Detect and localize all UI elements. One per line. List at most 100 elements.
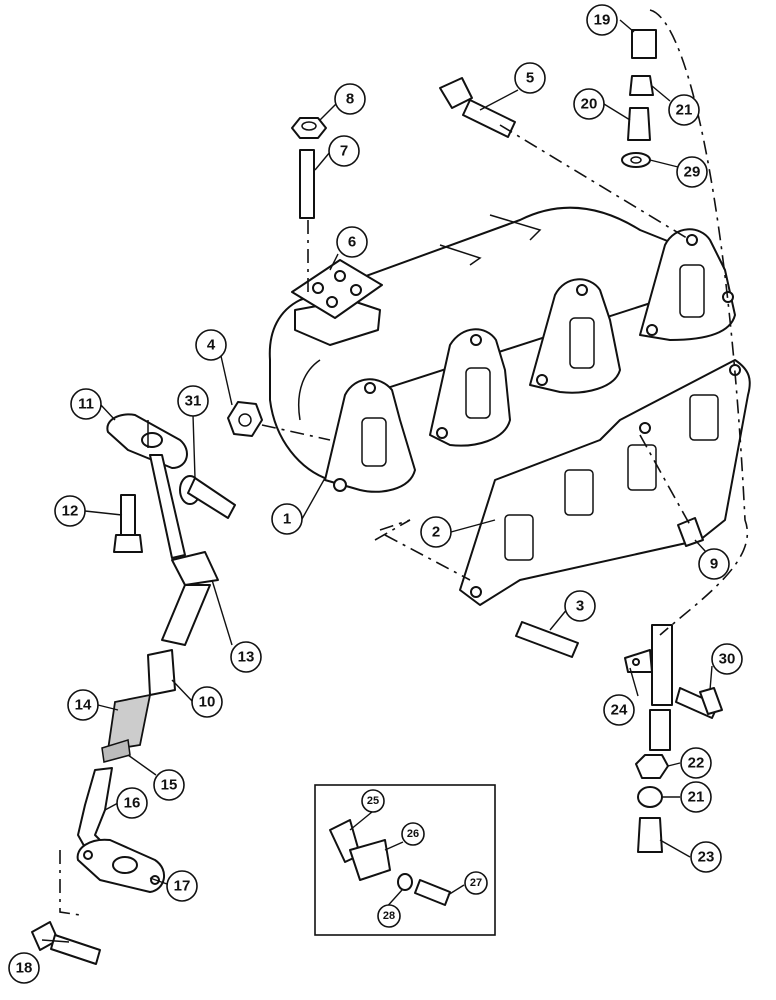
assembly-line-bolt-18 [59, 850, 81, 916]
stud-3 [515, 621, 579, 658]
svg-text:19: 19 [594, 12, 611, 29]
callout-1: 1 [271, 503, 303, 535]
svg-text:18: 18 [16, 960, 33, 977]
callout-12: 12 [54, 495, 86, 527]
union-23 [637, 817, 663, 853]
callout-30: 30 [711, 643, 743, 675]
callout-11: 11 [70, 388, 102, 420]
callout-23: 23 [690, 841, 722, 873]
stud-7 [299, 149, 315, 219]
turbo-flange-11 [106, 413, 188, 469]
clamp-15 [101, 739, 131, 763]
svg-text:15: 15 [161, 777, 178, 794]
callout-22: 22 [680, 747, 712, 779]
callout-14: 14 [67, 689, 99, 721]
olive-21-top [629, 75, 654, 96]
svg-text:13: 13 [238, 649, 255, 666]
svg-text:5: 5 [526, 70, 534, 87]
callout-15: 15 [153, 769, 185, 801]
union-20 [627, 107, 651, 141]
hose-10 [147, 649, 176, 696]
hose-lower [649, 709, 671, 751]
svg-text:27: 27 [470, 877, 482, 889]
callout-13: 13 [230, 641, 262, 673]
inset-box [314, 784, 496, 936]
assembly-line-nut-4 [261, 424, 331, 441]
flange-plate-6 [291, 259, 383, 319]
svg-text:29: 29 [684, 164, 701, 181]
leader-lines [41, 19, 713, 943]
svg-text:28: 28 [383, 910, 395, 922]
svg-text:20: 20 [581, 96, 598, 113]
exhaust-manifold [268, 206, 736, 493]
callout-20: 20 [573, 88, 605, 120]
callout-8: 8 [334, 83, 366, 115]
svg-text:4: 4 [207, 337, 216, 354]
svg-text:22: 22 [688, 755, 705, 772]
assembly-line-right [649, 9, 748, 636]
flange-17 [76, 838, 165, 893]
svg-text:25: 25 [367, 795, 379, 807]
svg-text:6: 6 [348, 234, 356, 251]
callout-27: 27 [464, 871, 488, 895]
assembly-line-sleeve-9 [639, 434, 691, 526]
callout-7: 7 [328, 135, 360, 167]
svg-text:3: 3 [576, 598, 584, 615]
callout-6: 6 [336, 226, 368, 258]
bolt-18 [31, 921, 101, 965]
manifold-gasket [459, 359, 751, 606]
svg-text:1: 1 [283, 511, 291, 528]
callout-21-bottom: 21 [680, 781, 712, 813]
callout-10: 10 [191, 686, 223, 718]
pipe-24 [624, 624, 673, 706]
callout-2: 2 [420, 516, 452, 548]
pipe-mid [161, 584, 211, 646]
callout-3: 3 [564, 590, 596, 622]
washer-29 [621, 152, 651, 168]
bolt-12 [113, 494, 143, 553]
callout-9: 9 [698, 548, 730, 580]
svg-text:24: 24 [611, 702, 628, 719]
hose-14 [106, 693, 152, 752]
svg-text:21: 21 [688, 789, 705, 806]
clip-13 [171, 551, 219, 586]
callout-25: 25 [361, 789, 385, 813]
svg-text:30: 30 [719, 651, 736, 668]
callout-31: 31 [177, 385, 209, 417]
nut-22 [635, 754, 669, 779]
assembly-line-gasket [374, 519, 471, 581]
callout-26: 26 [401, 822, 425, 846]
svg-text:16: 16 [124, 795, 141, 812]
callout-4: 4 [195, 329, 227, 361]
callout-17: 17 [166, 870, 198, 902]
svg-text:26: 26 [407, 828, 419, 840]
svg-text:21: 21 [676, 102, 693, 119]
callout-21-top: 21 [668, 94, 700, 126]
pipe-upper [149, 454, 186, 559]
callout-5: 5 [514, 62, 546, 94]
svg-text:8: 8 [346, 91, 354, 108]
callout-16: 16 [116, 787, 148, 819]
svg-text:17: 17 [174, 878, 191, 895]
svg-text:2: 2 [432, 524, 440, 541]
svg-text:7: 7 [340, 143, 348, 160]
hose-19 [631, 29, 657, 59]
svg-text:31: 31 [185, 393, 202, 410]
svg-text:10: 10 [199, 694, 216, 711]
callout-28: 28 [377, 904, 401, 928]
svg-text:14: 14 [75, 697, 92, 714]
sleeve-9 [677, 517, 704, 547]
callout-18: 18 [8, 952, 40, 984]
bolt-31 [179, 475, 236, 519]
callout-24: 24 [603, 694, 635, 726]
svg-text:9: 9 [710, 556, 718, 573]
svg-text:11: 11 [78, 396, 94, 413]
bolt-5 [439, 77, 516, 138]
nut-4 [227, 401, 263, 437]
svg-text:12: 12 [62, 503, 79, 520]
callout-29: 29 [676, 156, 708, 188]
callout-19: 19 [586, 4, 618, 36]
olive-21-bottom [637, 786, 663, 808]
bolt-30 [675, 687, 723, 719]
